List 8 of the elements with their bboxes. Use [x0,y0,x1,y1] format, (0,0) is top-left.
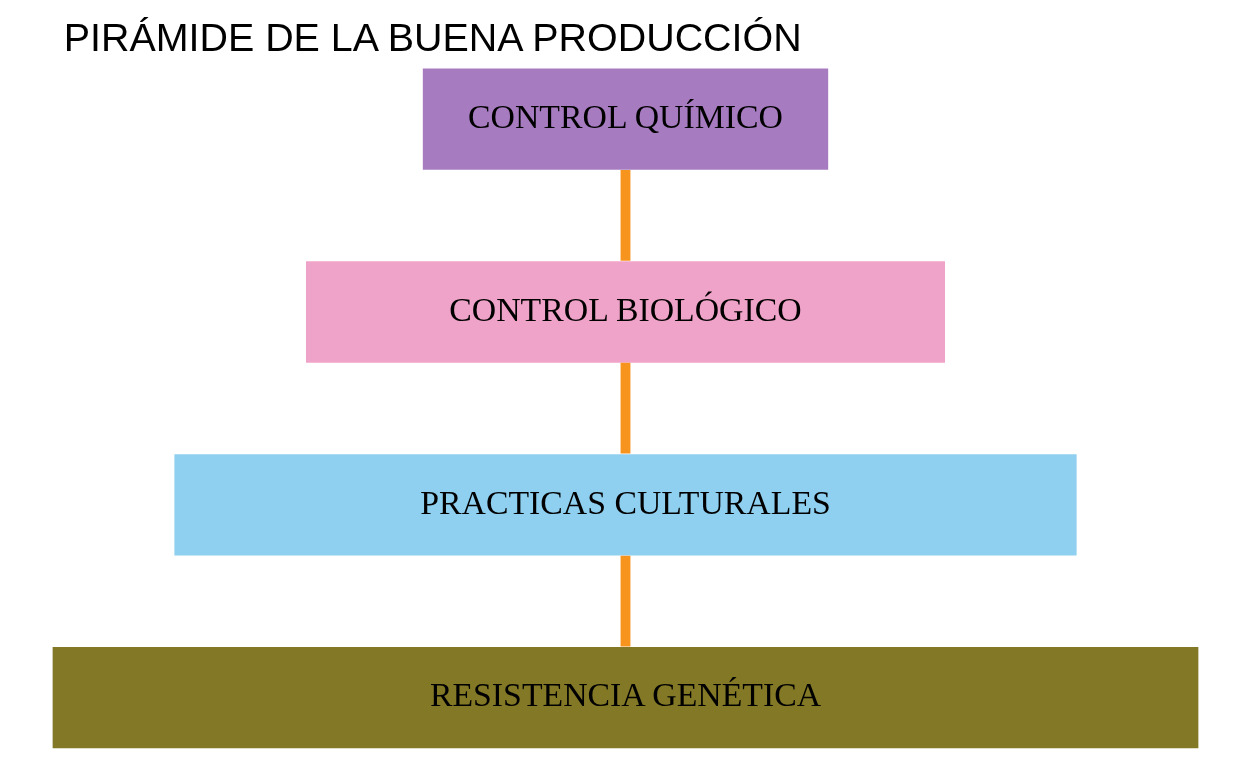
node-box: RESISTENCIA GENÉTICA [52,647,1199,749]
node-box: CONTROL BIOLÓGICO [306,261,945,363]
connector [620,170,631,261]
node-box: CONTROL QUÍMICO [422,68,829,170]
node-box: PRACTICAS CULTURALES [174,454,1077,556]
diagram-title: PIRÁMIDE DE LA BUENA PRODUCCIÓN [63,14,802,59]
connector [620,362,631,454]
connector [620,555,631,647]
